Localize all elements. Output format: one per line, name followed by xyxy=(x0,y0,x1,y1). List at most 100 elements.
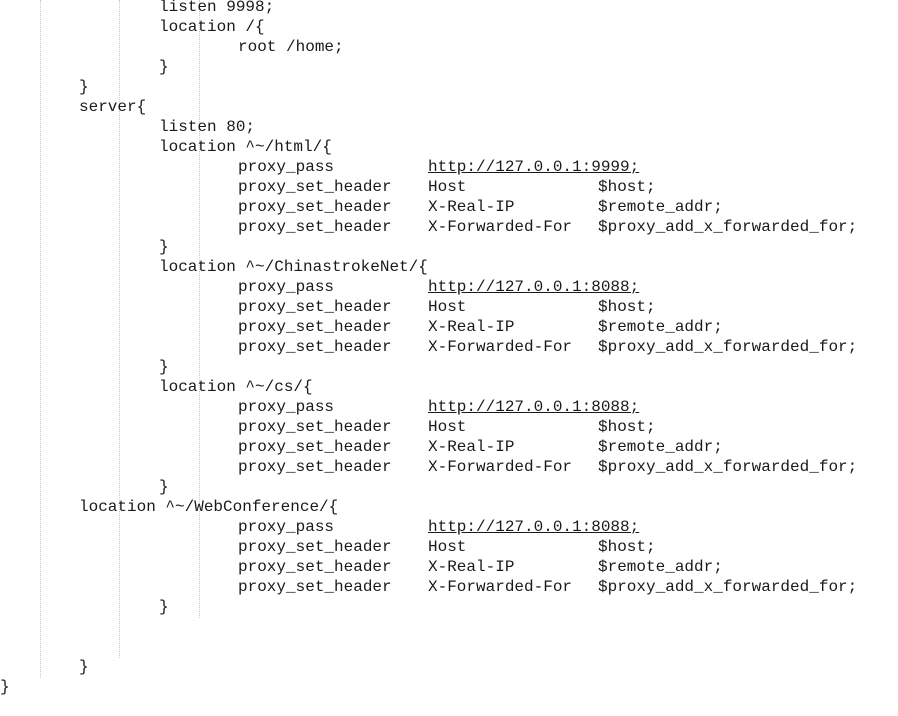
code-line: } xyxy=(0,357,898,377)
directive-token: listen 80; xyxy=(159,118,256,136)
directive-token: proxy_set_header xyxy=(238,218,392,236)
code-line: } xyxy=(0,677,898,697)
directive-token: proxy_pass xyxy=(238,518,335,536)
value-token: $proxy_add_x_forwarded_for; xyxy=(598,578,858,596)
argument-token: X-Real-IP xyxy=(428,438,515,456)
value-token: $remote_addr; xyxy=(598,438,723,456)
argument-token: X-Real-IP xyxy=(428,558,515,576)
code-line: } xyxy=(0,57,898,77)
value-token: $host; xyxy=(598,418,656,436)
code-line: listen 9998; xyxy=(0,0,898,17)
value-token: $host; xyxy=(598,298,656,316)
value-token: $host; xyxy=(598,538,656,556)
code-line: listen 80; xyxy=(0,117,898,137)
value-token: $proxy_add_x_forwarded_for; xyxy=(598,458,858,476)
value-token: $remote_addr; xyxy=(598,198,723,216)
directive-token: proxy_set_header xyxy=(238,198,392,216)
argument-token: X-Real-IP xyxy=(428,318,515,336)
code-line: location ^~/WebConference/{ xyxy=(0,497,898,517)
value-token: $proxy_add_x_forwarded_for; xyxy=(598,218,858,236)
argument-token: X-Forwarded-For xyxy=(428,338,573,356)
code-line: root /home; xyxy=(0,37,898,57)
code-line: proxy_set_header X-Real-IP $remote_addr; xyxy=(0,317,898,337)
directive-token: } xyxy=(79,658,89,676)
directive-token: proxy_set_header xyxy=(238,418,392,436)
code-line: proxy_set_header X-Forwarded-For $proxy_ad… xyxy=(0,217,898,237)
code-line: server{ xyxy=(0,97,898,117)
code-line: proxy_set_header X-Forwarded-For $proxy_ad… xyxy=(0,457,898,477)
directive-token: location ^~/ChinastrokeNet/{ xyxy=(159,258,428,276)
directive-token: location ^~/html/{ xyxy=(159,138,332,156)
proxy-url-link[interactable]: http://127.0.0.1:8088; xyxy=(428,398,640,416)
code-line xyxy=(0,617,898,637)
code-line: location /{ xyxy=(0,17,898,37)
directive-token: proxy_set_header xyxy=(238,558,392,576)
code-line: proxy_set_header X-Forwarded-For $proxy_ad… xyxy=(0,337,898,357)
code-line: proxy_pass http://127.0.0.1:9999; xyxy=(0,157,898,177)
directive-token: location ^~/WebConference/{ xyxy=(79,498,339,516)
code-line: } xyxy=(0,477,898,497)
directive-token: proxy_set_header xyxy=(238,578,392,596)
code-line: location ^~/cs/{ xyxy=(0,377,898,397)
code-line: proxy_pass http://127.0.0.1:8088; xyxy=(0,397,898,417)
indent-guide xyxy=(119,0,120,658)
code-line: } xyxy=(0,597,898,617)
directive-token: } xyxy=(159,358,169,376)
code-line: } xyxy=(0,77,898,97)
directive-token: proxy_set_header xyxy=(238,338,392,356)
code-line: proxy_pass http://127.0.0.1:8088; xyxy=(0,517,898,537)
argument-token: Host xyxy=(428,298,467,316)
code-line: } xyxy=(0,237,898,257)
directive-token: location ^~/cs/{ xyxy=(159,378,313,396)
directive-token: proxy_set_header xyxy=(238,298,392,316)
directive-token: location /{ xyxy=(159,18,265,36)
code-line: proxy_set_header X-Real-IP $remote_addr; xyxy=(0,437,898,457)
code-line: proxy_set_header X-Real-IP $remote_addr; xyxy=(0,557,898,577)
argument-token: Host xyxy=(428,178,467,196)
directive-token: proxy_pass xyxy=(238,158,335,176)
argument-token: X-Forwarded-For xyxy=(428,578,573,596)
value-token: $host; xyxy=(598,178,656,196)
code-line: } xyxy=(0,657,898,677)
indent-guide xyxy=(199,0,200,618)
code-line: proxy_set_header Host $host; xyxy=(0,417,898,437)
code-line: location ^~/ChinastrokeNet/{ xyxy=(0,257,898,277)
directive-token: proxy_set_header xyxy=(238,458,392,476)
directive-token: } xyxy=(159,238,169,256)
code-line: proxy_set_header X-Forwarded-For $proxy_ad… xyxy=(0,577,898,597)
directive-token: proxy_set_header xyxy=(238,318,392,336)
argument-token: X-Real-IP xyxy=(428,198,515,216)
argument-token: X-Forwarded-For xyxy=(428,218,573,236)
argument-token: Host xyxy=(428,538,467,556)
code-line xyxy=(0,637,898,657)
argument-token: X-Forwarded-For xyxy=(428,458,573,476)
code-line: proxy_set_header Host $host; xyxy=(0,537,898,557)
directive-token: proxy_pass xyxy=(238,398,335,416)
directive-token: } xyxy=(79,78,89,96)
code-line: proxy_set_header X-Real-IP $remote_addr; xyxy=(0,197,898,217)
directive-token: } xyxy=(159,598,169,616)
proxy-url-link[interactable]: http://127.0.0.1:9999; xyxy=(428,158,640,176)
directive-token: } xyxy=(159,58,169,76)
indent-guide xyxy=(40,0,41,678)
directive-token: proxy_set_header xyxy=(238,178,392,196)
argument-token: Host xyxy=(428,418,467,436)
directive-token: proxy_set_header xyxy=(238,538,392,556)
value-token: $remote_addr; xyxy=(598,558,723,576)
directive-token: listen 9998; xyxy=(159,0,275,16)
code-line: location ^~/html/{ xyxy=(0,137,898,157)
code-line: proxy_set_header Host $host; xyxy=(0,297,898,317)
code-line: proxy_pass http://127.0.0.1:8088; xyxy=(0,277,898,297)
directive-token: } xyxy=(0,678,10,696)
directive-token: proxy_set_header xyxy=(238,438,392,456)
value-token: $proxy_add_x_forwarded_for; xyxy=(598,338,858,356)
directive-token: proxy_pass xyxy=(238,278,335,296)
proxy-url-link[interactable]: http://127.0.0.1:8088; xyxy=(428,518,640,536)
value-token: $remote_addr; xyxy=(598,318,723,336)
directive-token: root /home; xyxy=(238,38,344,56)
directive-token: } xyxy=(159,478,169,496)
proxy-url-link[interactable]: http://127.0.0.1:8088; xyxy=(428,278,640,296)
directive-token: server{ xyxy=(79,98,147,116)
code-line: proxy_set_header Host $host; xyxy=(0,177,898,197)
